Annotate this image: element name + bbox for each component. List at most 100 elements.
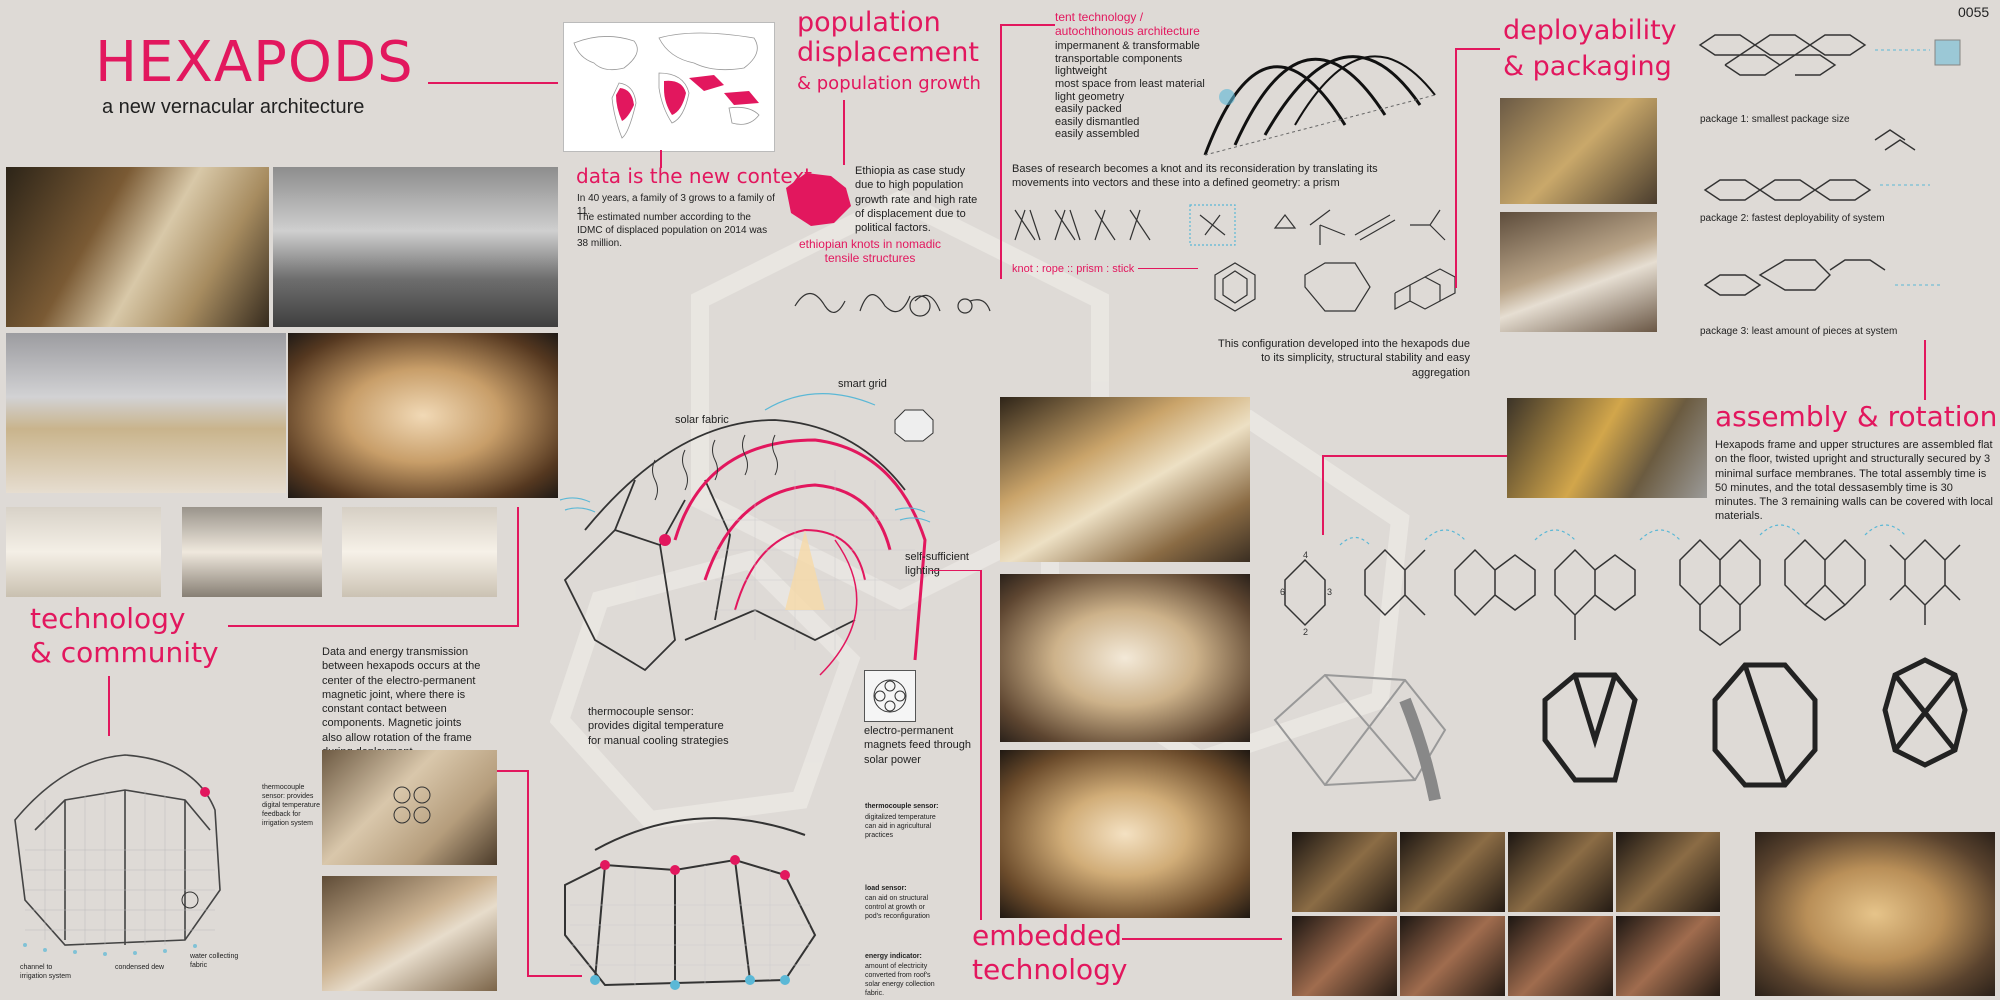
package-3-label: package 3: least amount of pieces at sys… xyxy=(1700,326,1898,337)
thermo-sensor-title: thermocouple sensor: xyxy=(865,803,939,810)
sequence-connector xyxy=(1138,268,1198,269)
knots-drawing xyxy=(794,292,991,317)
sensor-pod-diagram xyxy=(564,817,817,990)
svg-text:4: 4 xyxy=(1303,550,1308,560)
lighting-connector-v xyxy=(980,570,982,920)
deploy-heading-1: deployability xyxy=(1503,15,1677,46)
photo-mountain-camp xyxy=(273,167,558,327)
tent-item: impermanent & transformable xyxy=(1055,40,1200,52)
deploy-photo-packed xyxy=(1500,212,1657,332)
solar-fabric-label: solar fabric xyxy=(675,414,729,426)
svg-text:2: 2 xyxy=(1303,627,1308,637)
population-heading: population displacement xyxy=(797,7,979,68)
thermo-sensor-text: digitalized temperature can aid in agric… xyxy=(865,814,936,840)
packaging-diagrams xyxy=(1698,34,1961,296)
embedded-heading-1: embedded xyxy=(972,919,1123,952)
technology-heading-2: & community xyxy=(30,636,219,669)
world-map xyxy=(563,22,775,152)
technology-connector xyxy=(108,676,110,736)
assembly-photo xyxy=(1507,398,1707,498)
models-connector-h xyxy=(228,625,519,627)
context-text-2: The estimated number according to the ID… xyxy=(577,212,768,249)
hands-photo xyxy=(1616,832,1720,912)
magnet-joint-graphic xyxy=(873,679,907,713)
photo-hexapod-wall xyxy=(6,333,286,493)
lighting-connector xyxy=(930,570,980,571)
community-channel-label: channel to irrigation system xyxy=(20,964,71,981)
tent-item: most space from least material xyxy=(1055,77,1205,90)
tent-heading-1: tent technology / xyxy=(1055,10,1144,24)
solar-pod-diagram xyxy=(559,393,931,676)
smart-grid-pod-icon xyxy=(894,409,934,442)
community-fabric-label: water collecting fabric xyxy=(190,953,239,970)
transmission-text: Data and energy transmission between hex… xyxy=(322,646,481,758)
deploy-heading-2: & packaging xyxy=(1503,51,1672,82)
energy-indicator-title: energy indicator: xyxy=(865,953,922,960)
hexagon-geometry-diagram xyxy=(1214,262,1456,312)
tent-connector-h xyxy=(1000,24,1055,26)
ethiopia-map xyxy=(786,173,851,226)
joint-connector-v xyxy=(527,770,529,975)
hands-photo xyxy=(1616,916,1720,996)
magnets-label: electro-permanent magnets feed through s… xyxy=(864,725,972,766)
svg-text:6: 6 xyxy=(1280,587,1285,597)
context-text-1: In 40 years, a family of 3 grows to a fa… xyxy=(577,193,775,217)
thermocouple-label: thermocouple sensor: provides digital te… xyxy=(588,706,729,747)
magnet-joint-photo-1 xyxy=(322,750,497,865)
photo-hexapod-night xyxy=(288,333,558,498)
package-1-label: package 1: smallest package size xyxy=(1700,114,1850,125)
load-sensor-text: can aid on structural control at growth … xyxy=(865,895,930,921)
hands-photo-grid xyxy=(1292,832,1720,996)
magnet-joint-icon xyxy=(864,670,916,722)
page-subtitle: a new vernacular architecture xyxy=(102,96,365,118)
energy-indicator-text: amount of electricity converted from roo… xyxy=(865,963,935,998)
assembled-pod-photo xyxy=(1755,832,1995,996)
tent-connector xyxy=(1000,24,1002,279)
hands-photo xyxy=(1292,916,1397,996)
community-thermo-label: thermocouple sensor: provides digital te… xyxy=(262,784,320,828)
assembly-heading: assembly & rotation xyxy=(1715,400,1998,433)
tent-item: easily packed xyxy=(1055,103,1122,116)
construction-photo-3 xyxy=(1000,750,1250,918)
embedded-connector xyxy=(1122,938,1282,940)
hands-photo xyxy=(1292,832,1397,912)
hands-photo xyxy=(1508,916,1613,996)
embedded-heading-2: technology xyxy=(972,953,1128,986)
deploy-connector-v xyxy=(1455,48,1457,288)
hands-photo xyxy=(1400,916,1505,996)
tent-item: light geometry xyxy=(1055,90,1125,103)
construction-photo-2 xyxy=(1000,574,1250,742)
community-pod-diagram xyxy=(14,754,221,956)
magnet-joint-photo-2 xyxy=(322,876,497,991)
deploy-connector-h xyxy=(1455,48,1500,50)
lighting-label: self-sufficient lighting xyxy=(905,551,969,578)
title-connector-line xyxy=(428,82,558,84)
ethiopia-text: Ethiopia as case study due to high popul… xyxy=(855,165,978,235)
config-text: This configuration developed into the he… xyxy=(1218,338,1470,379)
tent-list: impermanent & transformable transportabl… xyxy=(1055,40,1205,141)
tent-item: easily dismantled xyxy=(1055,115,1140,128)
photo-model-2 xyxy=(182,507,322,597)
hands-photo xyxy=(1400,832,1505,912)
assembly-connector-v xyxy=(1322,455,1324,535)
hands-photo xyxy=(1508,832,1613,912)
construction-photo-1 xyxy=(1000,397,1250,562)
deploy-photo-frame xyxy=(1500,98,1657,204)
smart-grid-label: smart grid xyxy=(838,378,887,390)
tent-item: easily assembled xyxy=(1055,128,1140,141)
models-connector-v xyxy=(517,507,519,625)
map-connector xyxy=(660,150,662,168)
community-dew-label: condensed dew xyxy=(115,964,165,971)
svg-text:3: 3 xyxy=(1327,587,1332,597)
assembly-connector xyxy=(1322,455,1507,457)
joint-connector-h xyxy=(497,770,527,772)
tent-heading-2: autochthonous architecture xyxy=(1055,24,1200,38)
research-text: Bases of research becomes a knot and its… xyxy=(1012,163,1378,190)
population-connector xyxy=(843,100,845,165)
population-subheading: & population growth xyxy=(797,73,981,94)
photo-woman-entrance xyxy=(6,167,269,327)
tent-arches-drawing xyxy=(1203,55,1436,156)
knot-vector-diagrams xyxy=(1014,204,1446,246)
tent-item: lightweight xyxy=(1055,65,1107,78)
world-map-graphic xyxy=(573,32,760,139)
